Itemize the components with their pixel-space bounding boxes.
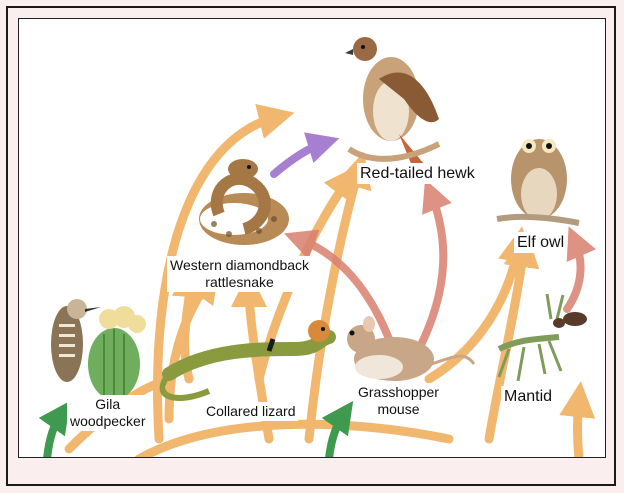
arrow-bottom-right (578, 399, 580, 458)
woodpecker-label-line1: Gila (70, 396, 146, 413)
label-mantid: Mantid (501, 386, 555, 407)
label-red-tailed-hawk: Red-tailed hewk (357, 163, 478, 184)
label-gila-woodpecker: Gila woodpecker (67, 395, 149, 431)
food-web-diagram: Red-tailed hewk Elf owl Western diamondb… (18, 18, 606, 458)
arrow-snake-to-hawk-purple (274, 143, 324, 174)
woodpecker-illustration (51, 299, 146, 400)
grasshopper-mouse-illustration (347, 316, 474, 381)
hawk-label-text: Red-tailed hewk (360, 165, 475, 182)
arrow-mouse-to-hawk-red (419, 194, 443, 349)
label-grasshopper-mouse: Grasshopper mouse (355, 383, 442, 419)
owl-label-text: Elf owl (517, 234, 564, 251)
arrow-to-hawk-center (309, 169, 359, 439)
arrow-bottom-sweep (139, 424, 449, 458)
arrow-mantid-to-owl-red (567, 241, 581, 309)
label-elf-owl: Elf owl (514, 232, 567, 253)
mantid-label-text: Mantid (504, 388, 552, 405)
label-rattlesnake: Western diamondback rattlesnake (167, 256, 312, 292)
arrow-plant-to-woodpecker (47, 414, 61, 458)
mouse-label-line1: Grasshopper (358, 384, 439, 401)
woodpecker-label-line2: woodpecker (70, 413, 146, 430)
snake-label-line2: rattlesnake (170, 274, 309, 291)
mouse-label-line2: mouse (358, 401, 439, 418)
label-collared-lizard: Collared lizard (203, 402, 298, 421)
elf-owl-illustration (497, 139, 579, 223)
lizard-label-text: Collared lizard (206, 403, 295, 419)
hawk-illustration (345, 37, 439, 166)
snake-label-line1: Western diamondback (170, 257, 309, 274)
